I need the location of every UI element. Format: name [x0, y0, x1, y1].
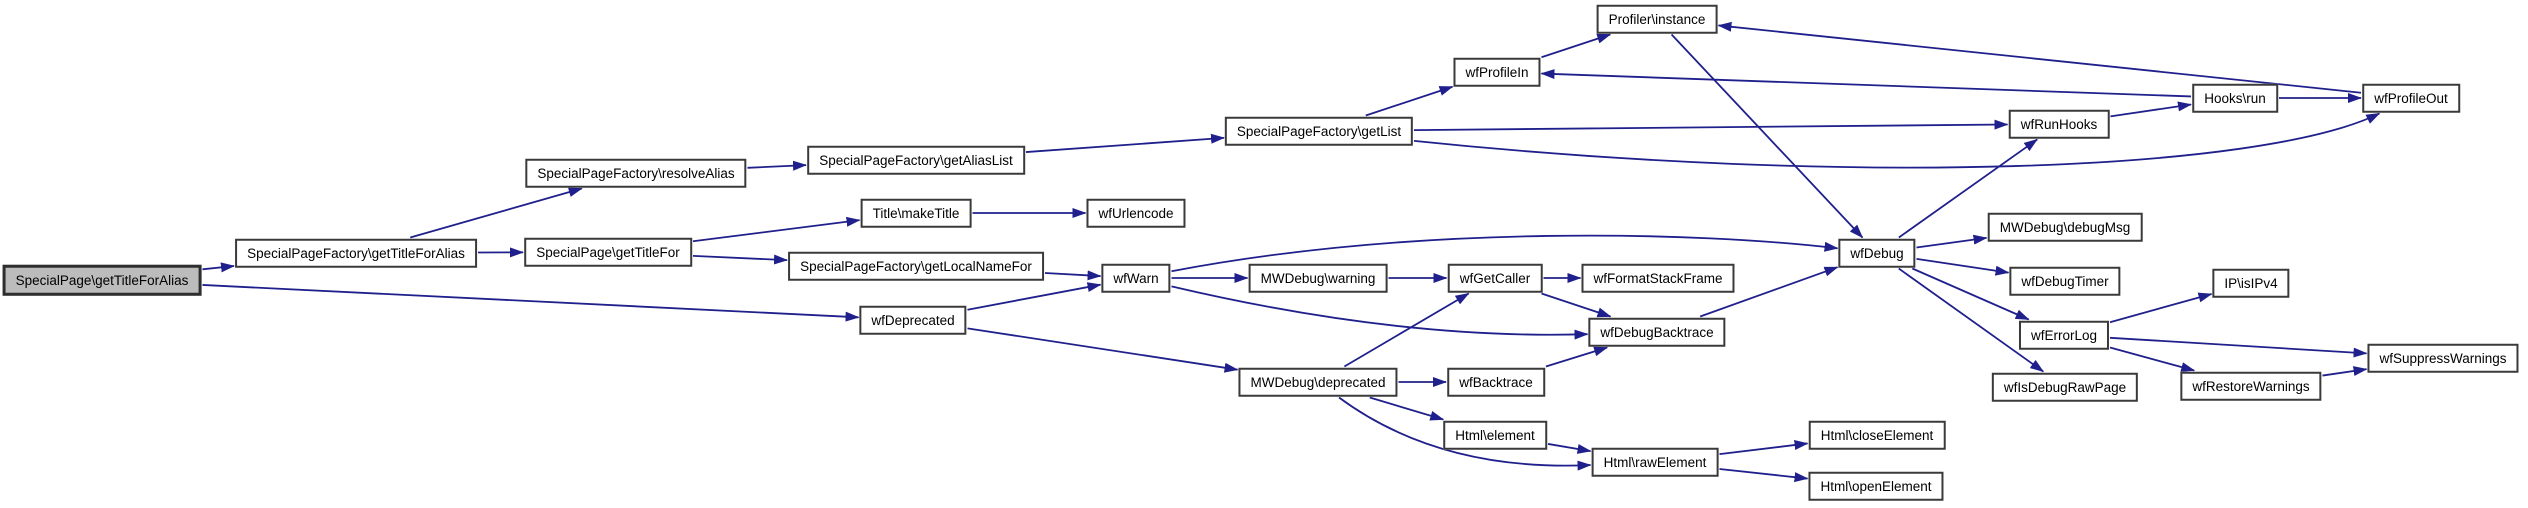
- edge-spf-gettitleforalias--spf-resolvealias: [410, 187, 583, 239]
- edge-wfdebug--wferrorlog: [1911, 267, 2030, 321]
- node-sp-gettitleforalias[interactable]: SpecialPage\getTitleForAlias: [2, 264, 202, 296]
- edge-wfdebugbacktrace--wfdebug: [1699, 266, 1839, 318]
- edge-wfrestorewarnings--wfsuppresswarnings: [2322, 366, 2368, 377]
- edge-spf-getlocalnamefor--wfwarn: [1044, 270, 1102, 281]
- edge-wfdeprecated--wfwarn: [967, 282, 1102, 311]
- node-wfbacktrace[interactable]: wfBacktrace: [1447, 367, 1545, 397]
- node-wfrunhooks[interactable]: wfRunHooks: [2008, 109, 2110, 139]
- node-mwdebug-warning[interactable]: MWDebug\warning: [1248, 263, 1388, 293]
- edge-wferrorlog--wfsuppresswarnings: [2109, 336, 2368, 358]
- node-wferrorlog[interactable]: wfErrorLog: [2018, 320, 2110, 350]
- edge-spf-resolvealias--spf-getaliaslist: [747, 160, 807, 171]
- edge-wferrorlog--ip-isipv4: [2109, 292, 2213, 324]
- node-wfdebug[interactable]: wfDebug: [1838, 238, 1916, 268]
- edge-hooks-run--wfprofilein: [1540, 69, 2192, 98]
- edge-spf-getaliaslist--spf-getlist: [1025, 133, 1225, 153]
- edge-html-rawelement--html-openelement: [1719, 468, 1809, 483]
- node-wfrestorewarnings[interactable]: wfRestoreWarnings: [2180, 371, 2322, 401]
- node-wfdebugtimer[interactable]: wfDebugTimer: [2009, 266, 2121, 296]
- node-html-closeelement[interactable]: Html\closeElement: [1808, 420, 1946, 450]
- node-spf-getaliaslist[interactable]: SpecialPageFactory\getAliasList: [807, 145, 1025, 175]
- node-wfdebugbacktrace[interactable]: wfDebugBacktrace: [1588, 317, 1726, 347]
- edge-wferrorlog--wfrestorewarnings: [2109, 346, 2196, 372]
- edge-spf-getlist--wfrunhooks: [1413, 119, 2009, 132]
- edge-html-element--html-rawelement: [1547, 443, 1592, 454]
- node-spf-getlocalnamefor[interactable]: SpecialPageFactory\getLocalNameFor: [788, 251, 1044, 281]
- edge-sp-gettitlefor--title-maketitle: [692, 216, 861, 243]
- edge-sp-gettitleforalias--wfdeprecated: [202, 284, 860, 322]
- node-mwdebug-debugmsg[interactable]: MWDebug\debugMsg: [1987, 212, 2143, 242]
- node-wfisdebugrawpage[interactable]: wfIsDebugRawPage: [1991, 372, 2139, 402]
- edge-wfwarn--wfdebug: [1171, 234, 1839, 273]
- node-sp-gettitlefor[interactable]: SpecialPage\getTitleFor: [524, 237, 692, 267]
- edge-wfdebug--mwdebug-debugmsg: [1916, 234, 1988, 249]
- node-wfprofileout[interactable]: wfProfileOut: [2362, 83, 2460, 113]
- edge-mwdebug-deprecated--wfgetcaller: [1343, 292, 1470, 368]
- node-profiler-instance[interactable]: Profiler\instance: [1596, 4, 1718, 34]
- edge-sp-gettitlefor--spf-getlocalnamefor: [692, 254, 788, 265]
- node-title-maketitle[interactable]: Title\makeTitle: [860, 198, 972, 228]
- node-wfsuppresswarnings[interactable]: wfSuppressWarnings: [2367, 343, 2519, 373]
- edge-wfwarn--wfdebugbacktrace: [1171, 285, 1589, 340]
- edge-html-rawelement--html-closeelement: [1719, 440, 1809, 456]
- node-wfgetcaller[interactable]: wfGetCaller: [1447, 263, 1543, 293]
- node-html-rawelement[interactable]: Html\rawElement: [1591, 447, 1719, 477]
- edge-spf-getlist--wfprofileout: [1413, 112, 2381, 169]
- node-spf-gettitleforalias[interactable]: SpecialPageFactory\getTitleForAlias: [235, 238, 477, 268]
- edge-spf-getlist--wfprofilein: [1365, 85, 1454, 117]
- node-wfurlencode[interactable]: wfUrlencode: [1086, 198, 1186, 228]
- edge-mwdebug-deprecated--html-rawelement: [1338, 396, 1592, 471]
- node-html-element[interactable]: Html\element: [1443, 420, 1547, 450]
- edge-profiler-instance--wfdebug: [1670, 33, 1864, 239]
- node-wfprofilein[interactable]: wfProfileIn: [1453, 57, 1541, 87]
- edge-wfprofilein--profiler-instance: [1541, 33, 1612, 59]
- edge-wfdebug--wfrunhooks: [1898, 138, 2038, 239]
- edge-wfrunhooks--hooks-run: [2110, 101, 2192, 118]
- node-ip-isipv4[interactable]: IP\isIPv4: [2212, 268, 2290, 298]
- edge-wfdebug--wfdebugtimer: [1916, 257, 2010, 276]
- node-mwdebug-deprecated[interactable]: MWDebug\deprecated: [1238, 367, 1398, 397]
- node-wfformatstackframe[interactable]: wfFormatStackFrame: [1581, 263, 1735, 293]
- edge-sp-gettitleforalias--spf-gettitleforalias: [202, 262, 235, 273]
- edge-wfprofileout--profiler-instance: [1717, 21, 2362, 94]
- edge-mwdebug-deprecated--html-element: [1369, 396, 1445, 421]
- node-spf-resolvealias[interactable]: SpecialPageFactory\resolveAlias: [525, 158, 747, 188]
- node-wfdeprecated[interactable]: wfDeprecated: [859, 305, 967, 335]
- edge-wfgetcaller--wfdebugbacktrace: [1541, 292, 1612, 318]
- node-spf-getlist[interactable]: SpecialPageFactory\getList: [1224, 116, 1414, 146]
- edge-wfbacktrace--wfdebugbacktrace: [1545, 346, 1609, 368]
- edge-wfdeprecated--mwdebug-deprecated: [967, 327, 1239, 373]
- node-hooks-run[interactable]: Hooks\run: [2192, 83, 2278, 113]
- node-html-openelement[interactable]: Html\openElement: [1808, 471, 1944, 501]
- edge-wfdebug--wfisdebugrawpage: [1898, 267, 2045, 373]
- node-wfwarn[interactable]: wfWarn: [1101, 263, 1171, 293]
